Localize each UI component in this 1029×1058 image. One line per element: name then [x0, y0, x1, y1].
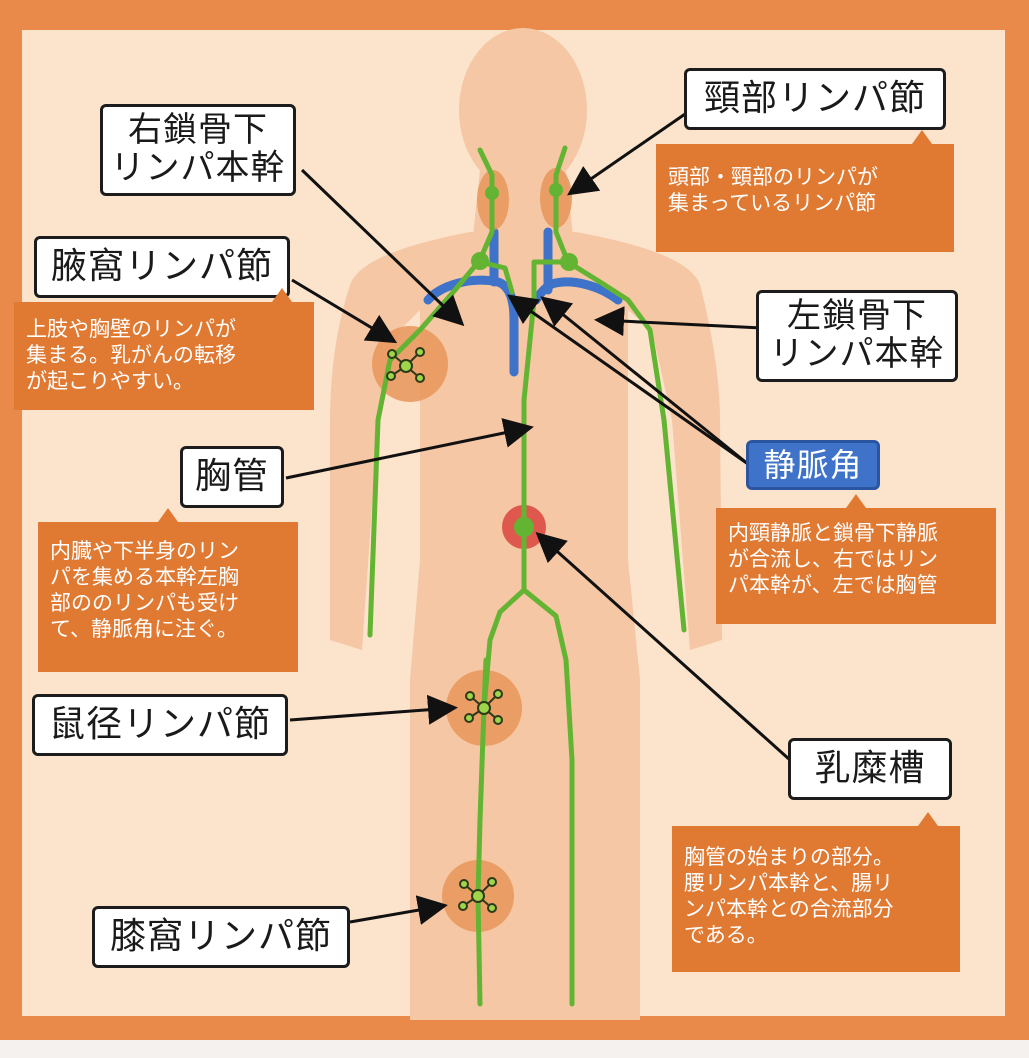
- arrow-cisterna-chyli: [535, 531, 792, 762]
- arrow-cervical: [567, 110, 689, 196]
- thoracic-duct-label: 胸管: [180, 446, 284, 508]
- thoracic-duct-note: 内臓や下半身のリン パを集める本幹左胸 部ののリンパも受け て、静脈角に注ぐ。: [38, 508, 298, 672]
- pointer-arrows: [285, 110, 792, 925]
- cervical-lymph-node-label: 頸部リンパ節: [684, 68, 946, 130]
- arrow-venous-angle-left: [540, 296, 749, 466]
- cisterna-chyli-note: 胸管の始まりの部分。 腰リンパ本幹と、腸リ ンパ本幹との合流部分 である。: [672, 812, 960, 972]
- arrow-thoracic-duct: [285, 418, 534, 480]
- lymph-node-icon: [386, 347, 425, 383]
- lymph-junctions: [471, 183, 578, 537]
- right-subclavian-lymph-trunk-label: 右鎖骨下 リンパ本幹: [100, 104, 296, 196]
- inguinal-lymph-node-label: 鼠径リンパ節: [32, 694, 288, 756]
- arrow-axillary: [291, 278, 398, 344]
- axillary-lymph-node-label: 腋窩リンパ節: [34, 236, 290, 298]
- axillary-note: 上肢や胸壁のリンパが 集まる。乳がんの転移 が起こりやすい。: [14, 288, 314, 410]
- cervical-note: 頭部・頸部のリンパが 集まっているリンパ節: [656, 130, 954, 252]
- lymph-node-icon: [464, 689, 503, 725]
- lymph-node-icon: [458, 877, 497, 913]
- venous-angle-label: 静脈角: [746, 440, 880, 490]
- arrow-right-subclavian: [300, 168, 465, 327]
- left-subclavian-lymph-trunk-label: 左鎖骨下 リンパ本幹: [756, 290, 958, 382]
- arrow-venous-angle-right: [507, 294, 749, 466]
- popliteal-lymph-node-label: 膝窩リンパ節: [92, 906, 350, 968]
- arrow-popliteal: [349, 895, 448, 925]
- cisterna-chyli-label: 乳糜槽: [788, 738, 952, 800]
- arrow-inguinal: [289, 694, 458, 725]
- arrow-left-subclavian: [594, 306, 763, 337]
- venous-angle-note: 内頸静脈と鎖骨下静脈 が合流し、右ではリン パ本幹が、左では胸管: [716, 494, 996, 624]
